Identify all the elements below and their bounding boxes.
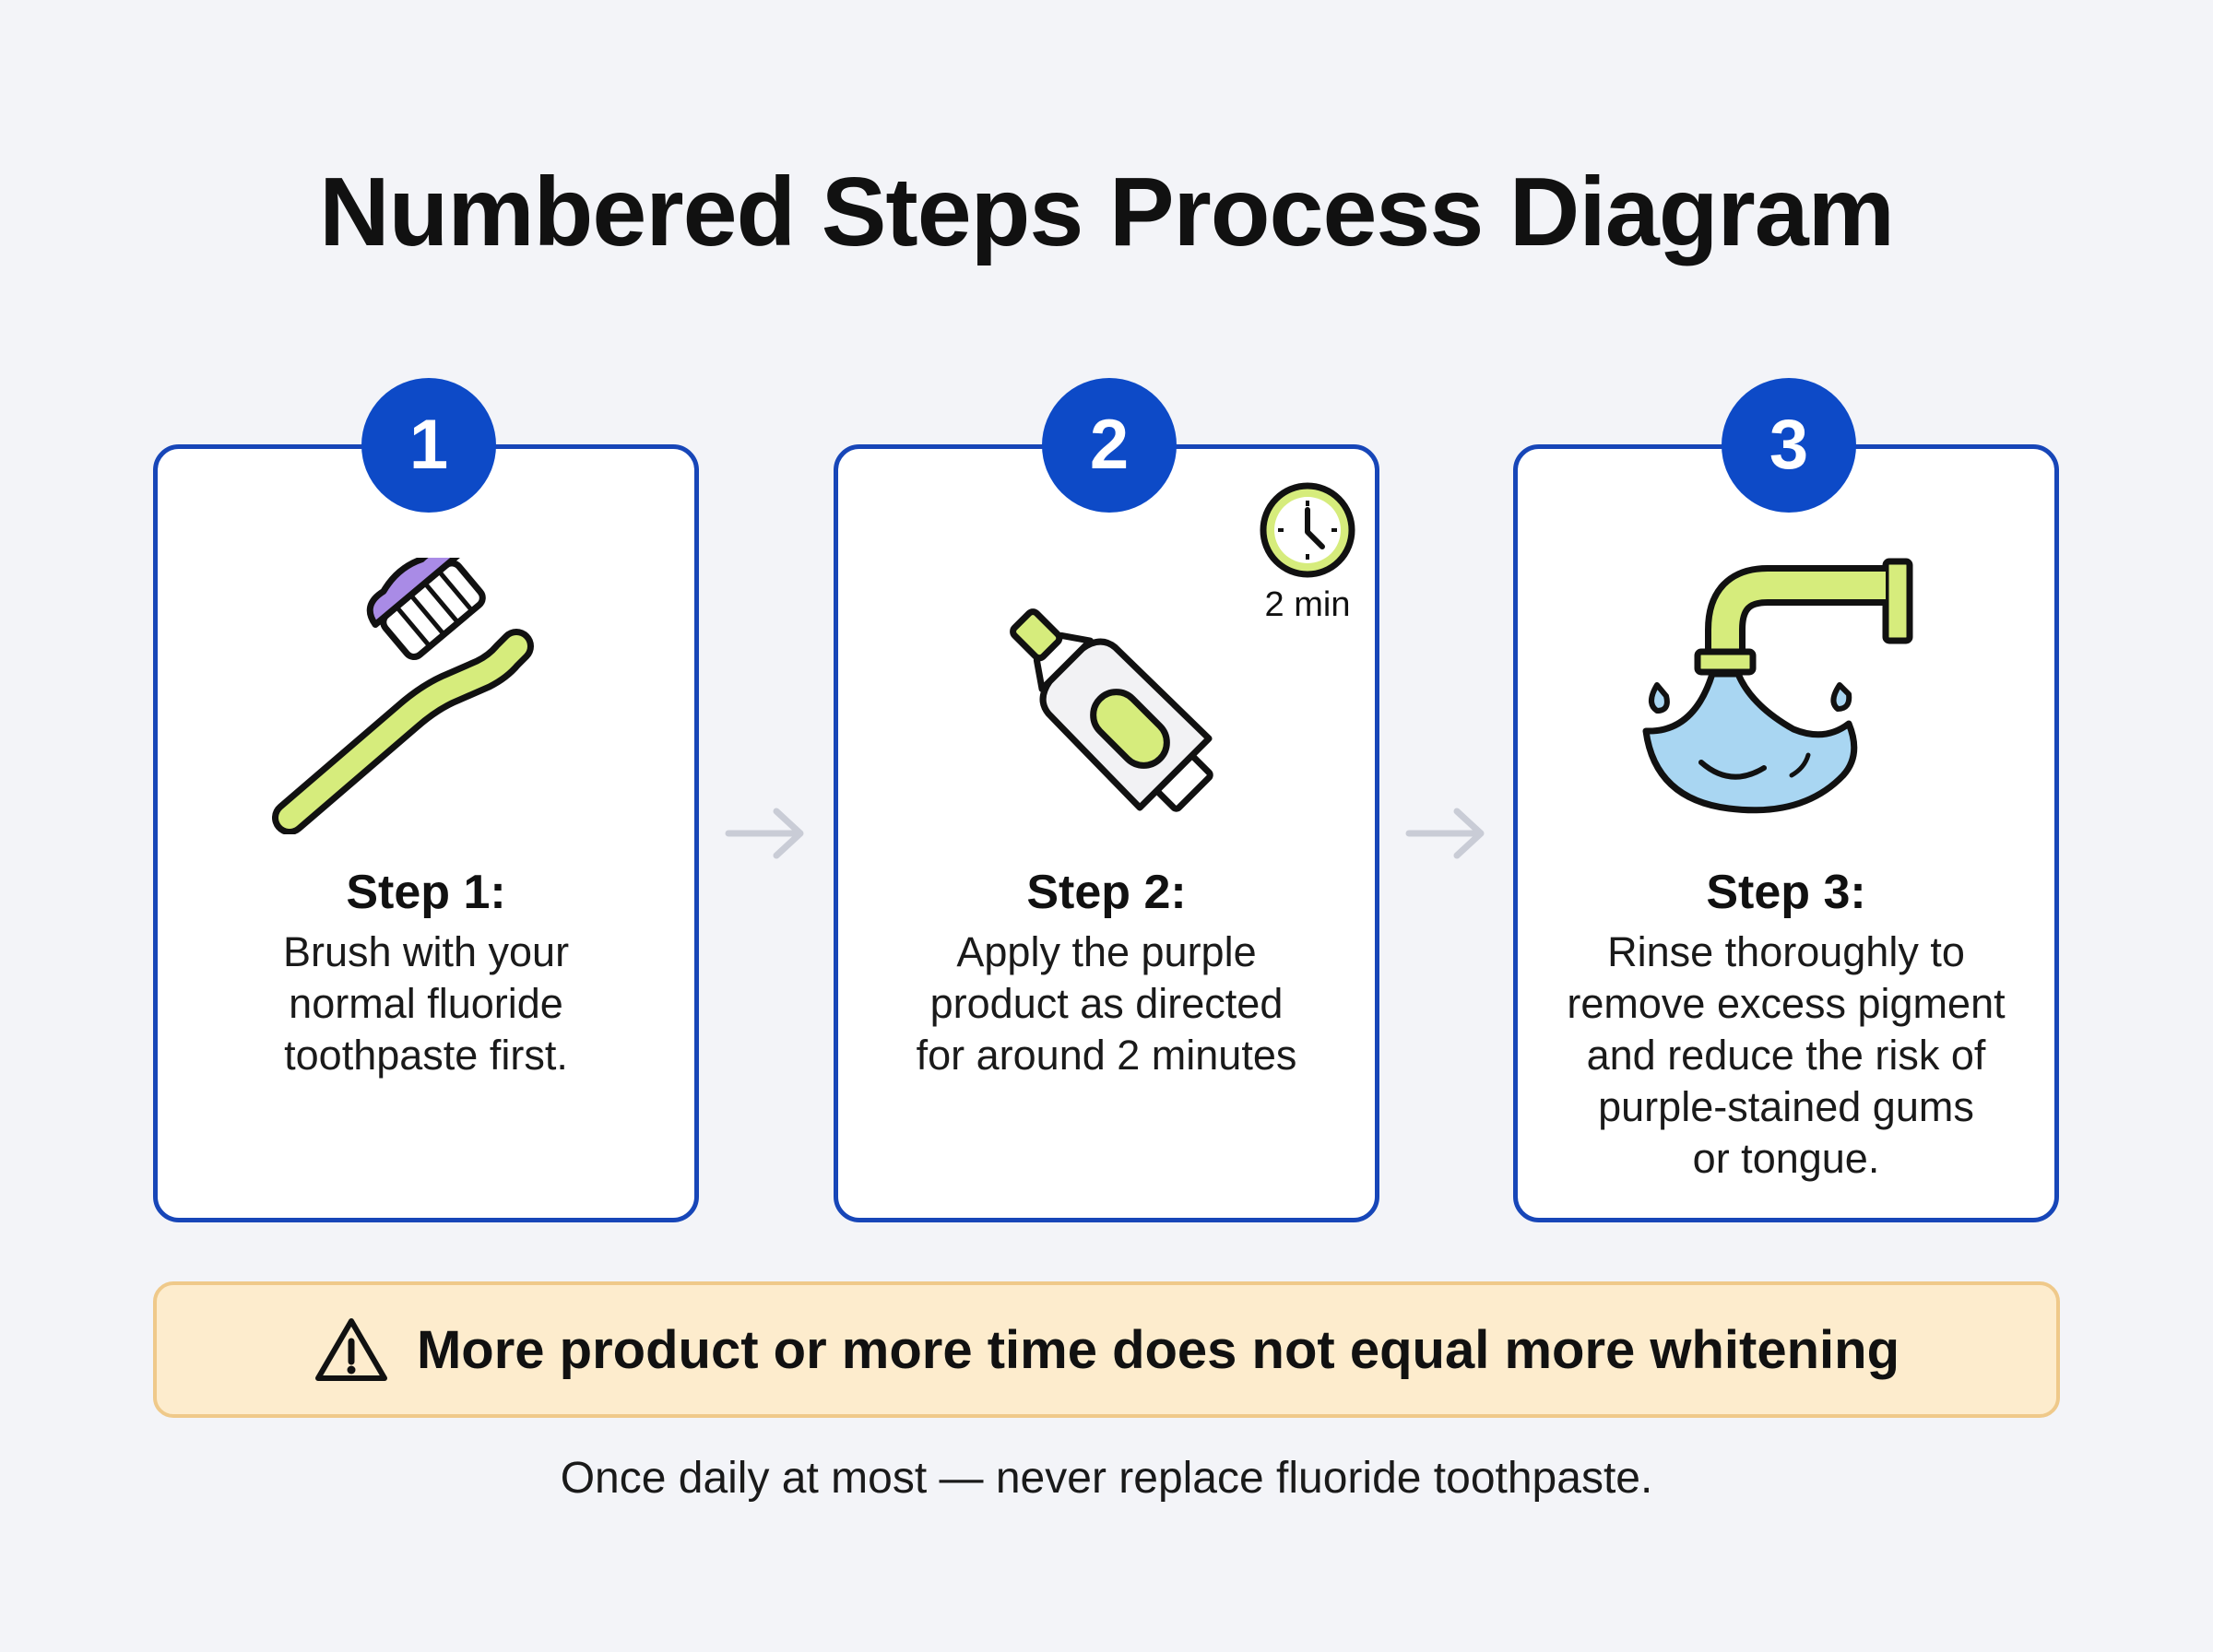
timer-label: 2 min (1264, 585, 1351, 624)
step-title: Step 2: (1026, 866, 1187, 919)
timer-indicator: 2 min (1248, 480, 1362, 624)
step-title: Step 3: (1706, 866, 1866, 919)
faucet-water-icon (1629, 558, 1952, 834)
step-card-1: 1 Step 1: Brush with your normal fluorid… (153, 378, 699, 1222)
step-number-badge: 1 (361, 378, 496, 513)
footnote: Once daily at most — never replace fluor… (560, 1454, 1653, 1503)
page-title: Numbered Steps Process Diagram (319, 158, 1895, 266)
step-number-badge: 3 (1722, 378, 1856, 513)
step-description: Apply the purple product as directed for… (916, 928, 1297, 1079)
step-title: Step 1: (346, 866, 506, 919)
step-card-2: 2 2 min S (834, 378, 1379, 1222)
warning-triangle-icon (314, 1316, 389, 1384)
arrow-right-icon (1405, 804, 1488, 863)
clock-icon (1260, 482, 1355, 578)
step-number-badge: 2 (1042, 378, 1177, 513)
step-description: Rinse thoroughly to remove excess pigmen… (1567, 928, 2006, 1182)
step-card-3: 3 Step 3: Rinse thoroughly to remove exc… (1513, 378, 2059, 1222)
warning-banner: More product or more time does not equal… (153, 1281, 2060, 1418)
step-description: Brush with your normal fluoride toothpas… (282, 928, 570, 1079)
warning-text: More product or more time does not equal… (416, 1319, 1900, 1380)
toothpaste-tube-icon (950, 558, 1272, 834)
toothbrush-icon (269, 558, 592, 834)
arrow-right-icon (725, 804, 808, 863)
